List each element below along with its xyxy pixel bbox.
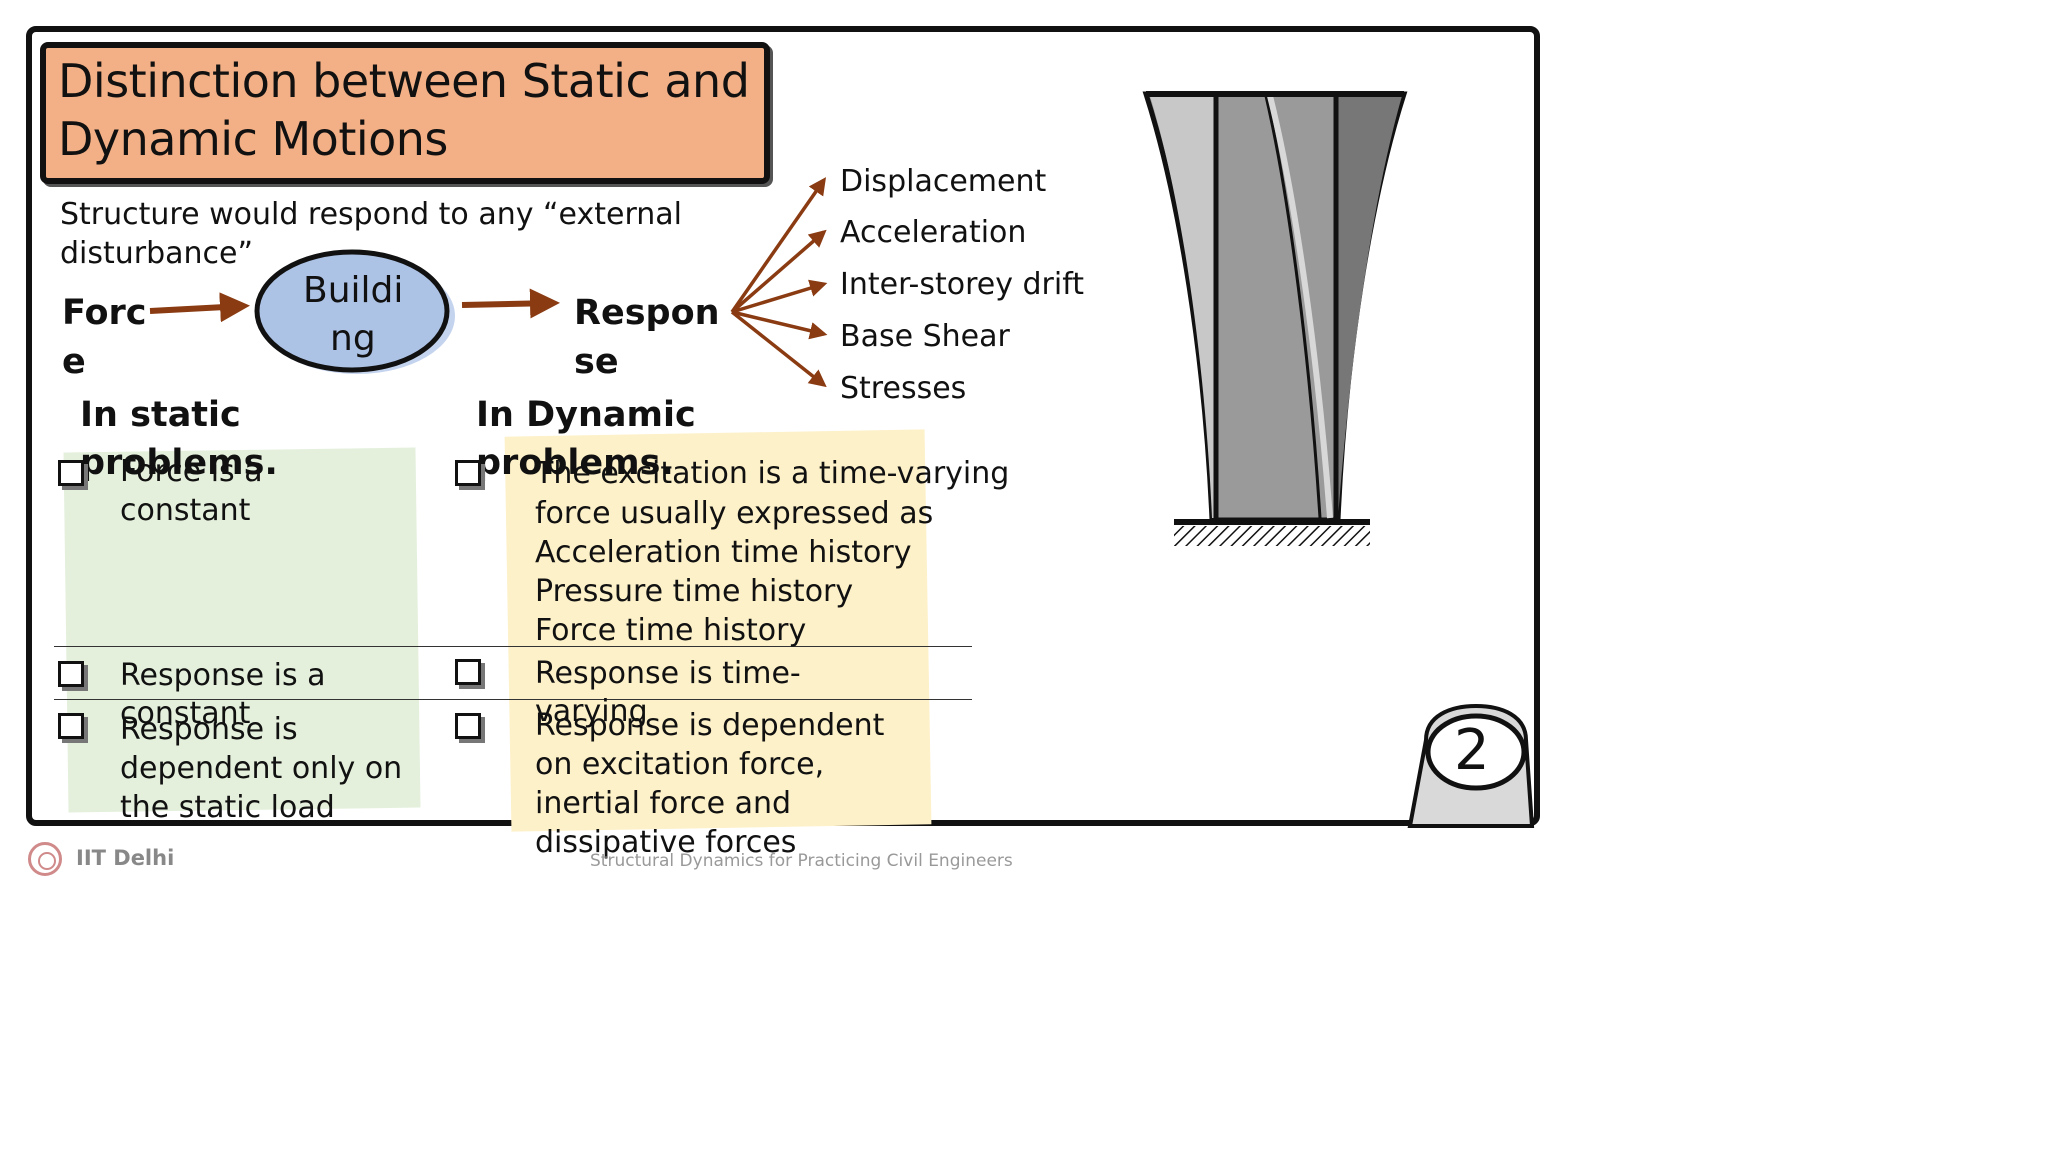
dynamic-point-3-line-3: inertial force and [535, 786, 792, 821]
footer-org: IIT Delhi [76, 846, 175, 870]
fan-arrow-drift [731, 279, 828, 314]
response-label-line-2: se [574, 342, 619, 382]
dynamic-point-1-line-2: force usually expressed as [535, 496, 934, 531]
static-point-1-line-2: constant [120, 493, 251, 528]
dynamic-point-1-checkbox [455, 460, 481, 486]
dynamic-point-1-line-3: Acceleration time history [535, 535, 912, 570]
dynamic-point-2-line-2: varying [535, 694, 648, 729]
building-ellipse [254, 249, 450, 373]
static-heading-line-1: In static [80, 395, 241, 435]
intro-line-1: Structure would respond to any “external [60, 197, 682, 232]
static-point-2-line-2: constant [120, 696, 251, 731]
flow-arrows [149, 91, 1535, 828]
dynamic-heading-line-1: In Dynamic [476, 395, 696, 435]
slide-title-line-2: Dynamic Motions [58, 112, 448, 166]
dynamic-point-2-checkbox [455, 659, 481, 685]
footer-course: Structural Dynamics for Practicing Civil… [590, 851, 1013, 871]
fan-arrow-base-shear [731, 310, 828, 340]
response-type-acceleration: Acceleration [840, 215, 1027, 250]
building-label-line-2: ng [330, 318, 376, 359]
slide-title-line-1: Distinction between Static and [58, 54, 750, 108]
dynamic-point-1-line-5: Force time history [535, 613, 807, 648]
dynamic-point-3-line-1: Response is dependent [535, 708, 885, 743]
dynamic-point-3-line-4: dissipative forces [535, 825, 797, 860]
dynamic-point-1-line-1: The excitation is a time-varying [535, 456, 1010, 491]
static-point-1-line-1: Force is a [120, 454, 263, 489]
static-point-3-checkbox [58, 713, 84, 739]
static-point-1-checkbox [58, 460, 84, 486]
slide-number-badge [1407, 703, 1535, 828]
force-arrow [149, 292, 250, 323]
static-point-2-line-1: Response is a [120, 658, 326, 693]
fan-arrow-stresses [730, 310, 827, 388]
response-arrow [461, 288, 560, 319]
force-label-line-1: Forc [62, 293, 147, 333]
static-point-2-checkbox [58, 661, 84, 687]
intro-line-2: disturbance” [60, 236, 254, 271]
response-label-line-1: Respon [574, 293, 720, 333]
title-box [40, 42, 770, 184]
response-type-drift: Inter-storey drift [840, 267, 1084, 302]
iit-delhi-logo [28, 842, 62, 876]
dynamic-heading-line-2: problems. [476, 443, 674, 483]
static-heading-line-2: problems. [80, 443, 278, 483]
row-divider-2 [54, 699, 972, 700]
slide-title: Distinction between Static and Dynamic M… [58, 52, 778, 168]
response-type-stresses: Stresses [840, 371, 967, 406]
fan-arrow-acceleration [730, 229, 827, 314]
tower-illustration [1142, 91, 1408, 546]
static-point-3-line-1: Response is [120, 712, 298, 747]
row-divider-1 [54, 646, 972, 647]
dynamic-point-3-line-2: on excitation force, [535, 747, 825, 782]
static-point-3-line-2: dependent only on [120, 751, 403, 786]
dynamic-point-2-line-1: Response is time- [535, 656, 801, 691]
response-type-base-shear: Base Shear [840, 319, 1010, 354]
response-type-displacement: Displacement [840, 164, 1047, 199]
fan-arrow-displacement [730, 177, 827, 314]
building-label-line-1: Buildi [303, 270, 404, 311]
static-point-3-line-3: the static load [120, 790, 335, 825]
dynamic-point-1-line-4: Pressure time history [535, 574, 854, 609]
slide-number: 2 [1454, 718, 1490, 783]
dynamic-point-3-checkbox [455, 713, 481, 739]
force-label-line-2: e [62, 342, 86, 382]
